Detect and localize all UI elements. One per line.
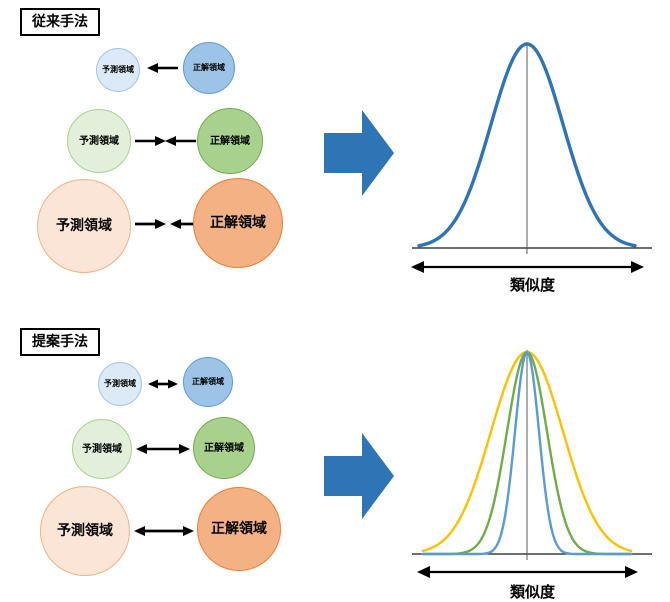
big-right-arrow-icon xyxy=(324,110,394,196)
big-right-arrow-icon xyxy=(324,433,394,519)
similarity-distribution-chart xyxy=(411,42,652,273)
similarity-range-arrow xyxy=(417,566,638,578)
arrow-left-icon xyxy=(147,63,178,73)
groundtruth-region-circle: 正解領域 xyxy=(197,108,263,174)
groundtruth-region-circle: 正解領域 xyxy=(193,417,255,479)
groundtruth-region-circle: 正解領域 xyxy=(193,178,283,268)
groundtruth-region-circle: 正解領域 xyxy=(197,487,281,571)
arrow-both-icon xyxy=(134,526,194,536)
prediction-region-circle: 予測領域 xyxy=(67,109,131,173)
arrow-right-icon xyxy=(135,219,166,229)
similarity-distributions-chart xyxy=(412,349,652,578)
prediction-region-circle: 予測領域 xyxy=(96,48,140,92)
groundtruth-region-circle: 正解領域 xyxy=(183,42,235,94)
conventional-method-title: 従来手法 xyxy=(20,8,100,36)
proposed-method-title: 提案手法 xyxy=(20,328,100,356)
similarity-axis-label: 類似度 xyxy=(509,584,555,601)
arrow-both-icon xyxy=(148,379,178,389)
groundtruth-region-circle: 正解領域 xyxy=(183,357,233,407)
prediction-region-circle: 予測領域 xyxy=(37,179,131,273)
arrow-both-icon xyxy=(136,444,190,454)
prediction-region-circle: 予測領域 xyxy=(98,362,142,406)
similarity-range-arrow xyxy=(411,261,644,273)
prediction-region-circle: 予測領域 xyxy=(72,419,132,479)
arrow-right-icon xyxy=(135,136,166,146)
prediction-region-circle: 予測領域 xyxy=(40,486,130,576)
similarity-axis-label: 類似度 xyxy=(509,277,555,294)
distribution-curve-narrow xyxy=(421,349,633,556)
distribution-curve-similarity-distribution xyxy=(417,42,637,248)
arrow-left-icon xyxy=(165,136,196,146)
